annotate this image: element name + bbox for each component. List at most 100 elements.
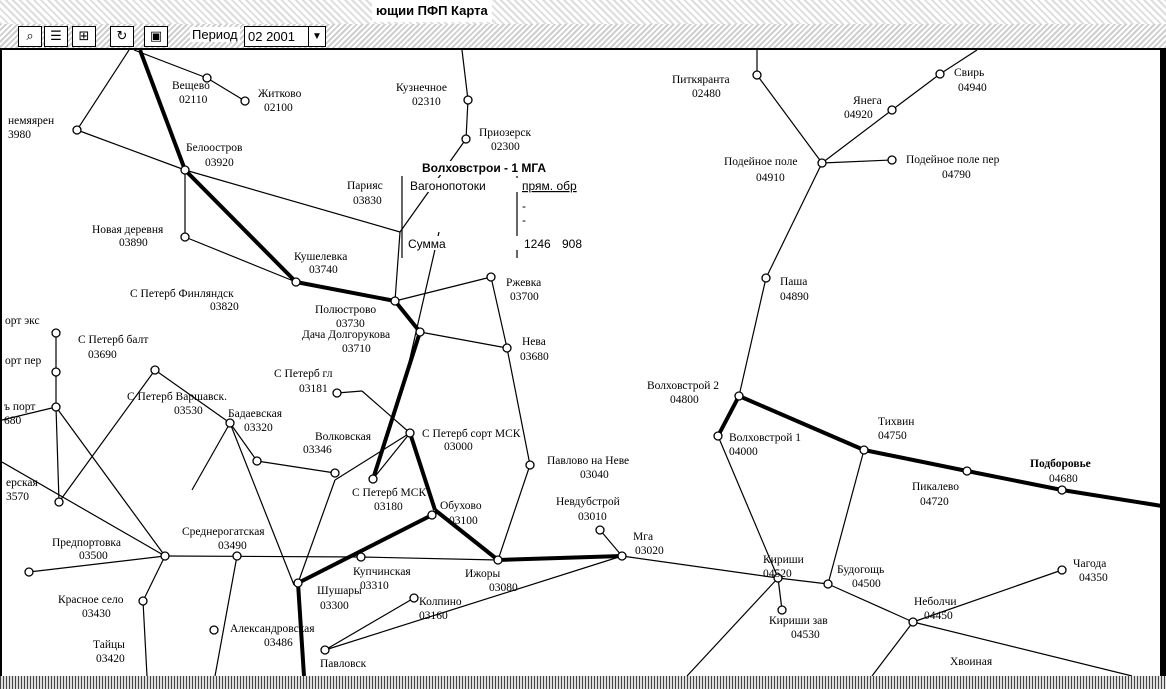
popup-sum-back[interactable]: 908 [562,237,582,251]
station-label[interactable]: Будогощь [837,564,884,576]
railway-map[interactable]: Вещево 02110 Житково 02100 Кузнечное 023… [0,49,1163,677]
station-label[interactable]: Тихвин [878,416,914,428]
station-label[interactable]: С Петерб балт [78,334,148,346]
station-code[interactable]: 3980 [8,129,31,141]
station-code[interactable]: 03080 [489,582,518,594]
station-label[interactable]: Мга [633,531,653,543]
station-label[interactable]: Житково [258,88,302,100]
popup-sum-forward[interactable]: 1246 [524,237,551,251]
station-code[interactable]: 02300 [491,141,520,153]
station-code[interactable]: 03300 [320,600,349,612]
station-code[interactable]: 04790 [942,169,971,181]
station-code[interactable]: 03490 [218,540,247,552]
station-label[interactable]: С Петерб МСК [352,487,426,499]
station-label[interactable]: Полюстрово [315,304,376,316]
station-code[interactable]: 03020 [635,545,664,557]
station-label[interactable]: Приозерск [479,127,531,139]
list-icon[interactable]: ☰ [44,26,68,47]
station-code[interactable]: 04450 [924,610,953,622]
station-label[interactable]: Чагода [1073,558,1106,570]
station-label[interactable]: Кузнечное [396,82,447,94]
station-label[interactable]: Ржевка [506,277,541,289]
station-label[interactable]: Александровская [230,623,315,635]
period-select[interactable]: 02 2001 ▼ [244,26,326,47]
flow-popup[interactable]: Волховстрои - 1 МГА Вагонопотоки прям. о… [401,161,598,258]
station-code[interactable]: 03920 [205,157,234,169]
station-label[interactable]: Красное село [58,594,124,606]
station-label[interactable]: Неболчи [914,596,957,608]
station-code[interactable]: 03160 [419,610,448,622]
station-code[interactable]: 03890 [119,237,148,249]
station-label[interactable]: Хвоиная [950,656,993,668]
station-code[interactable]: 04720 [920,496,949,508]
map-canvas[interactable]: Вещево 02110 Житково 02100 Кузнечное 023… [1,49,1163,677]
station-code[interactable]: 02100 [264,102,293,114]
station-label[interactable]: 04910 [756,172,785,184]
station-label[interactable]: Среднерогатская [182,526,265,538]
station-label[interactable]: Павловск [320,658,367,670]
station-label[interactable]: Вещево [172,80,210,92]
station-label[interactable]: Паша [780,276,807,288]
station-code[interactable]: 04940 [958,82,987,94]
station-label[interactable]: орт пер [5,355,42,367]
station-label[interactable]: орт экс [5,315,40,327]
station-label[interactable]: С Петерб сорт МСК [422,428,521,440]
station-code[interactable]: 03680 [520,351,549,363]
station-label[interactable]: Подейное поле [724,156,797,168]
station-code[interactable]: 04680 [1049,473,1078,485]
station-label[interactable]: Пикалево [912,481,959,493]
station-label[interactable]: Волковская [315,431,372,443]
station-label[interactable]: Волховстрой 1 [729,432,801,444]
grid-icon[interactable]: ⊞ [72,26,96,47]
station-code[interactable]: 03320 [244,422,273,434]
station-label[interactable]: Тайцы [93,639,125,651]
station-code[interactable]: 03010 [578,511,607,523]
station-label[interactable]: ъ порт [4,401,35,413]
station-label[interactable]: Кириши зав [769,615,828,627]
popup-col2[interactable]: прям. обр [522,179,577,193]
station-label[interactable]: Невдубстрой [556,496,620,508]
chevron-down-icon[interactable]: ▼ [308,27,325,46]
station-code[interactable]: 02480 [692,88,721,100]
station-code[interactable]: 03040 [580,469,609,481]
station-code[interactable]: 03820 [210,301,239,313]
refresh-icon[interactable]: ↻ [110,26,134,47]
station-label[interactable]: Шушары [317,585,362,597]
station-code[interactable]: 04000 [729,446,758,458]
station-code[interactable]: 04500 [852,578,881,590]
station-code[interactable]: 03710 [342,343,371,355]
station-code[interactable]: 04890 [780,291,809,303]
station-label[interactable]: Свирь [954,67,984,79]
station-code[interactable]: 03420 [96,653,125,665]
popup-dash[interactable]: - [522,199,526,213]
station-label[interactable]: Предпортовка [52,537,121,549]
station-label[interactable]: Ижоры [465,568,500,580]
station-code[interactable]: 04520 [763,568,792,580]
vertical-scrollbar[interactable] [1160,50,1166,676]
station-label[interactable]: Парияс [347,180,383,192]
station-code[interactable]: 03310 [360,580,389,592]
station-code[interactable]: 04750 [878,430,907,442]
station-code[interactable]: 04800 [670,394,699,406]
station-label[interactable]: Янега [853,95,882,107]
station-code[interactable]: 03346 [303,444,332,456]
window-icon[interactable]: ▣ [144,26,168,47]
station-label[interactable]: Новая деревня [92,224,164,236]
station-label[interactable]: Подейное поле пер [906,154,1000,166]
search-icon[interactable]: ⌕ [18,26,42,47]
station-code[interactable]: 03486 [264,637,293,649]
station-label[interactable]: С Петерб гл [274,368,333,380]
station-code[interactable]: 03700 [510,291,539,303]
station-code[interactable]: 680 [4,415,22,427]
station-code[interactable]: 3570 [6,491,29,503]
station-label[interactable]: Бадаевская [228,408,283,420]
station-code[interactable]: 03000 [444,441,473,453]
station-code[interactable]: 03730 [336,318,365,330]
station-label[interactable]: Подборовье [1030,458,1091,470]
popup-sum-label[interactable]: Сумма [408,237,446,251]
station-code[interactable]: 03830 [353,195,382,207]
station-code[interactable]: 03690 [88,349,117,361]
popup-title[interactable]: Волховстрои - 1 МГА [422,161,546,175]
station-code[interactable]: 02310 [412,96,441,108]
station-code[interactable]: 03740 [309,264,338,276]
